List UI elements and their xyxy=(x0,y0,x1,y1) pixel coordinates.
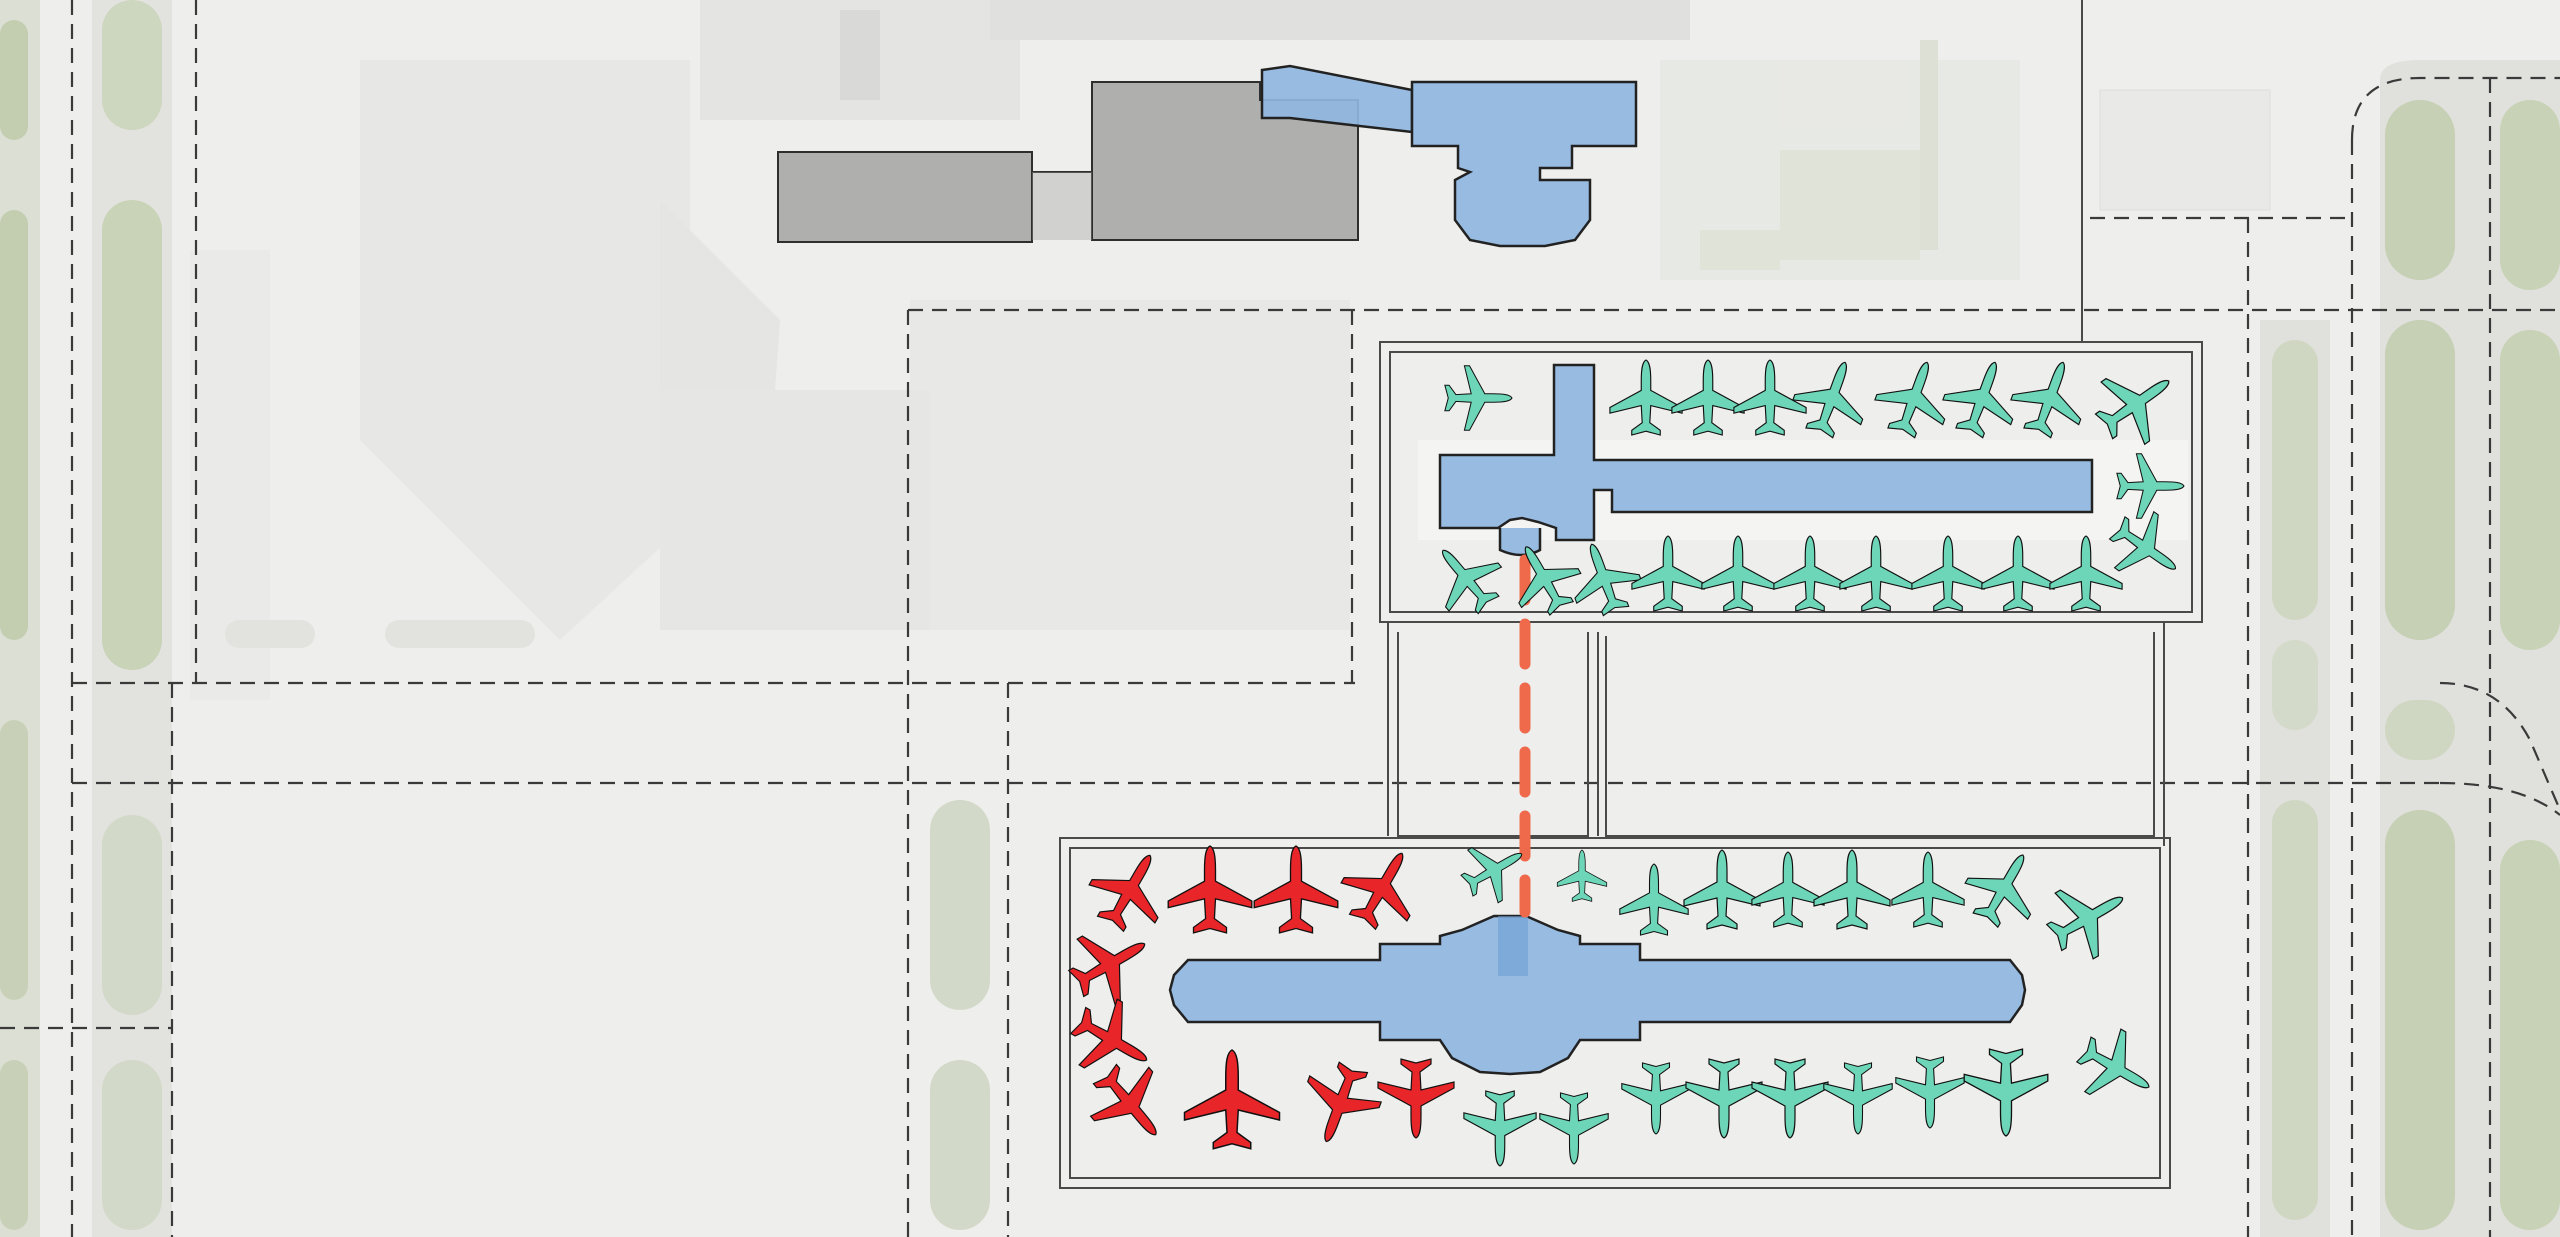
existing-terminal-bridge xyxy=(1260,64,1638,248)
north-concourse-apron xyxy=(1379,0,2203,846)
south-concourse-apron xyxy=(1059,837,2171,1189)
runway-strips-left xyxy=(0,0,990,1237)
north-concourse xyxy=(1418,363,2188,557)
aerial-existing-terminal xyxy=(190,0,2271,700)
south-concourse xyxy=(1168,914,2027,1076)
existing-buildings xyxy=(777,81,1359,243)
runway-strips-right xyxy=(2260,60,2560,1237)
